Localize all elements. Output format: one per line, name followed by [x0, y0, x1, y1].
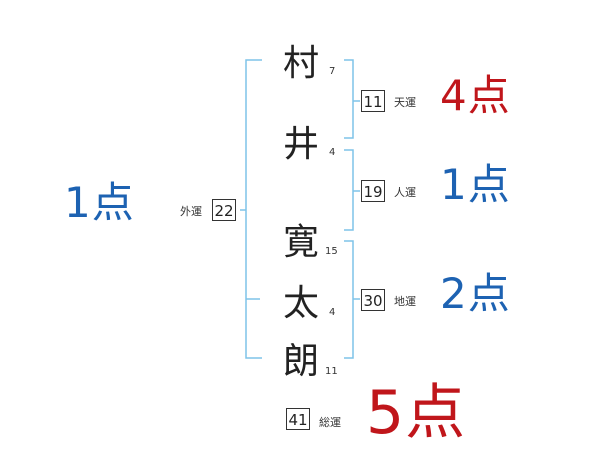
stroke-count-4: 4: [329, 307, 336, 318]
stroke-count-3: 15: [325, 246, 338, 257]
stroke-count-1: 7: [329, 66, 336, 77]
ten-unsei-label: 天運: [394, 96, 416, 109]
sou-unsei-value: 41: [286, 408, 310, 430]
jin-unsei-score: 1点: [440, 160, 511, 209]
name-char-3: 寛: [283, 222, 320, 263]
ten-bracket: [344, 59, 354, 139]
stroke-count-2: 4: [329, 147, 336, 158]
stroke-count-5: 11: [325, 366, 338, 377]
chi-unsei-value: 30: [361, 289, 385, 311]
gai-unsei-score: 1点: [64, 178, 135, 227]
name-char-1: 村: [283, 43, 320, 84]
chi-bracket: [344, 240, 354, 359]
outer-bracket: [245, 59, 262, 359]
sou-unsei-label: 総運: [319, 416, 341, 429]
chi-unsei-score: 2点: [440, 269, 511, 318]
sou-unsei-score: 5点: [366, 378, 467, 448]
chi-unsei-label: 地運: [394, 295, 416, 308]
jin-bracket: [344, 149, 354, 231]
gai-unsei-label: 外運: [180, 205, 202, 218]
name-char-4: 太: [283, 283, 320, 324]
gai-unsei-value: 22: [212, 199, 236, 221]
ten-unsei-score: 4点: [440, 71, 511, 120]
name-char-2: 井: [283, 124, 320, 165]
name-char-5: 朗: [283, 341, 320, 382]
jin-unsei-value: 19: [361, 180, 385, 202]
ten-unsei-value: 11: [361, 90, 385, 112]
jin-unsei-label: 人運: [394, 186, 416, 199]
